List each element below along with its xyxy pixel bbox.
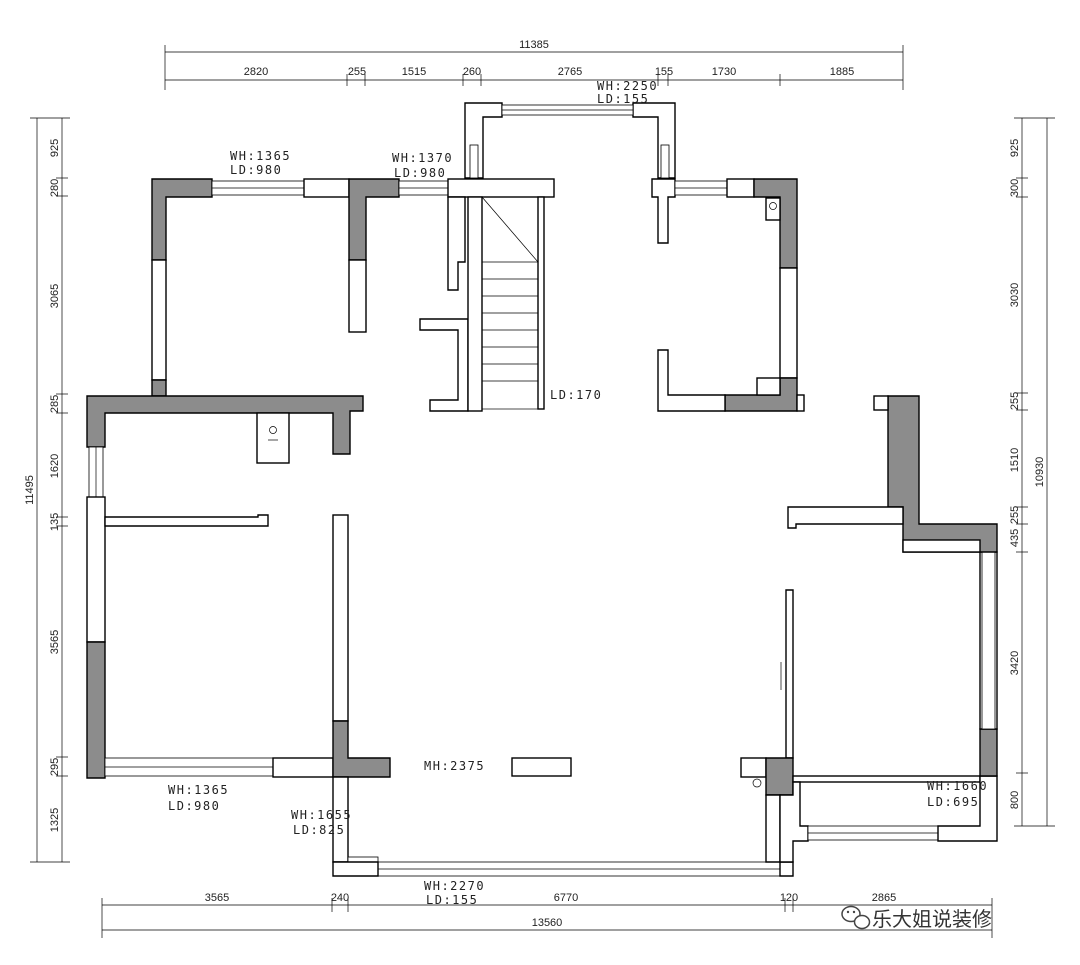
left-seg-dim: 280 <box>49 179 61 197</box>
left-seg-dim: 135 <box>49 513 61 531</box>
wechat-icon <box>841 905 871 930</box>
top-total-dim: 11385 <box>519 39 549 51</box>
nw-room-ld-label: LD:980 <box>230 163 282 177</box>
left-total-dim: 11495 <box>24 475 36 505</box>
top-seg-dim: 260 <box>463 66 481 78</box>
stair-ld-label: LD:170 <box>550 388 602 402</box>
right-seg-dim: 300 <box>1009 179 1021 197</box>
right-seg-dim: 3420 <box>1009 651 1021 675</box>
se-wh-label: WH:1660 <box>927 779 988 793</box>
bottom-seg-dim: 120 <box>780 892 798 904</box>
bottom-seg-dim: 2865 <box>872 892 896 904</box>
right-seg-dim: 3030 <box>1009 283 1021 307</box>
bottom-seg-dim: 240 <box>331 892 349 904</box>
sw-room-wh-label: WH:1365 <box>168 783 229 797</box>
sw-room-ld-label: LD:980 <box>168 799 220 813</box>
left-seg-dim: 295 <box>49 758 61 776</box>
bottom-total-dim: 13560 <box>532 917 563 929</box>
left-seg-dim: 1620 <box>49 454 61 478</box>
bottom-ld-label: LD:155 <box>426 893 478 907</box>
bottom-wh-label: WH:2270 <box>424 879 485 893</box>
dimension-lines <box>30 45 1055 938</box>
walls <box>86 102 998 877</box>
right-seg-dim: 255 <box>1009 506 1021 524</box>
bottom-seg-dim: 3565 <box>205 892 229 904</box>
left-seg-dim: 285 <box>49 395 61 413</box>
left-seg-dim: 925 <box>49 139 61 157</box>
dimension-labels: 11385 2820 255 1515 260 2765 155 1730 18… <box>24 39 1046 929</box>
right-seg-dim: 800 <box>1009 791 1021 809</box>
s-door-ld-label: LD:825 <box>293 823 345 837</box>
top-seg-dim: 1730 <box>712 66 736 78</box>
right-seg-dim: 1510 <box>1009 448 1021 472</box>
right-seg-dim: 435 <box>1009 529 1021 547</box>
right-total-dim: 10930 <box>1034 457 1046 488</box>
top-seg-dim: 1515 <box>402 66 426 78</box>
left-seg-dim: 3565 <box>49 630 61 654</box>
bottom-seg-dim: 6770 <box>554 892 578 904</box>
mh-label: MH:2375 <box>424 759 485 773</box>
top-seg-dim: 2765 <box>558 66 582 78</box>
se-ld-label: LD:695 <box>927 795 979 809</box>
top-seg-dim: 1885 <box>830 66 854 78</box>
right-seg-dim: 255 <box>1009 392 1021 410</box>
top-bay-wh-label: WH:2250 <box>597 79 658 93</box>
n-mid-ld-label: LD:980 <box>394 166 446 180</box>
n-mid-wh-label: WH:1370 <box>392 151 453 165</box>
top-seg-dim: 2820 <box>244 66 268 78</box>
top-bay-ld-label: LD:155 <box>597 92 649 106</box>
top-seg-dim: 255 <box>348 66 366 78</box>
watermark-text: 乐大姐说装修 <box>872 907 992 931</box>
top-seg-dim: 155 <box>655 66 673 78</box>
left-seg-dim: 1325 <box>49 808 61 832</box>
annotation-labels: WH:2250 LD:155 WH:1365 LD:980 WH:1370 LD… <box>168 79 988 907</box>
watermark: 乐大姐说装修 <box>841 905 992 931</box>
nw-room-wh-label: WH:1365 <box>230 149 291 163</box>
right-seg-dim: 925 <box>1009 139 1021 157</box>
s-door-wh-label: WH:1655 <box>291 808 352 822</box>
left-seg-dim: 3065 <box>49 284 61 308</box>
